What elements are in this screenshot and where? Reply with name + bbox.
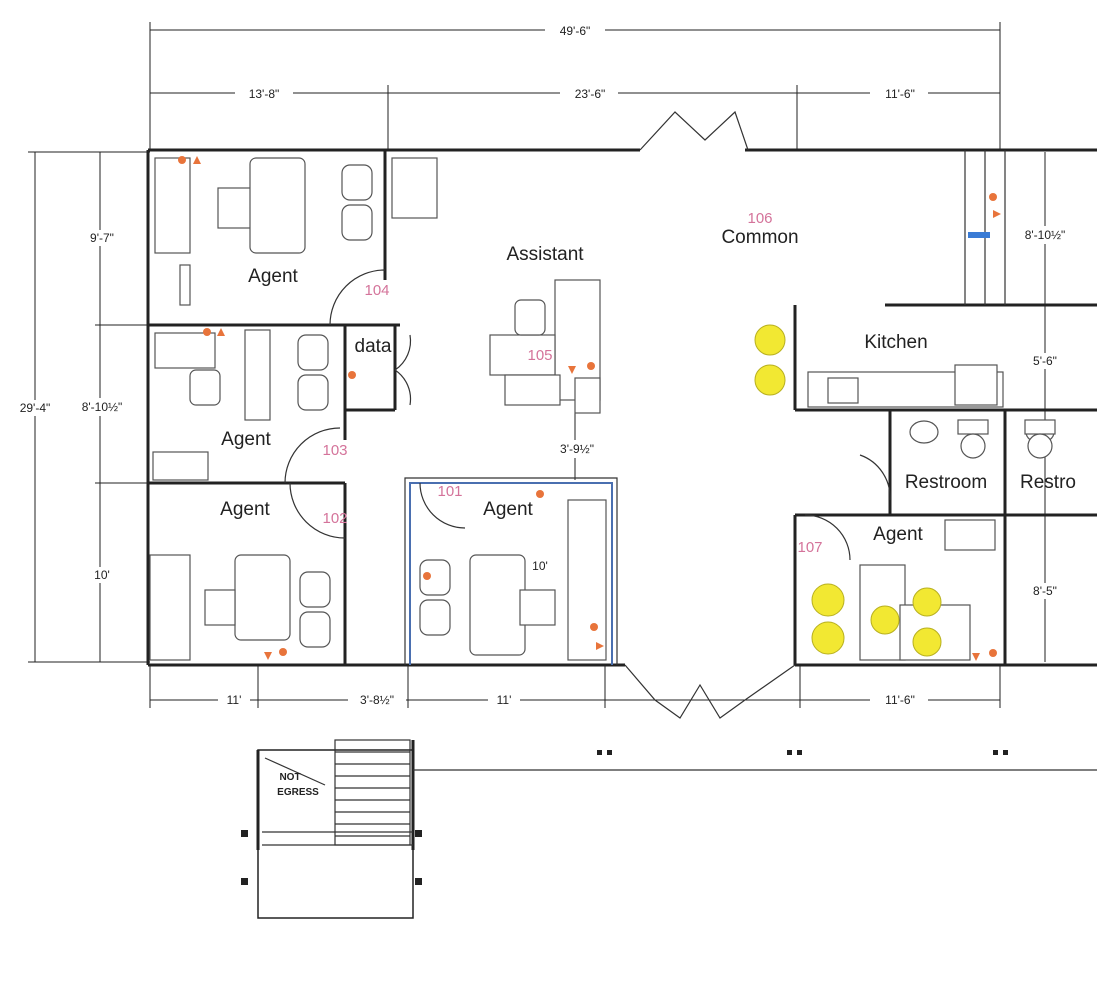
dim-left-total: 29'-4" [20, 401, 51, 415]
room-102-name: Agent [220, 499, 270, 520]
dim-right-lower: 8'-5" [1033, 584, 1057, 598]
dim-left-lower: 10' [94, 568, 110, 582]
room-101-number: 101 [437, 483, 462, 500]
stair-sign-line1: NOT [279, 772, 300, 783]
light-107-4 [912, 587, 942, 617]
ceiling-lights [754, 324, 942, 657]
room-data-name: data [355, 336, 392, 357]
ground-line [413, 750, 1097, 771]
dim-top-left: 13'-8" [249, 87, 280, 101]
room-105-number: 105 [527, 347, 552, 364]
exterior-walls [146, 110, 1097, 719]
room-101-outline [404, 477, 618, 665]
dim-right-upper: 8'-10½" [1025, 228, 1066, 242]
room-102-number: 102 [322, 510, 347, 527]
room-103-number: 103 [322, 442, 347, 459]
dim-corridor: 3'-9½" [560, 442, 594, 456]
light-107-1 [811, 583, 845, 617]
room-101-inner-dim: 10' [532, 559, 548, 573]
dim-bottom-right: 11'-6" [885, 693, 915, 707]
room-107-number: 107 [797, 539, 822, 556]
stair-sign-line2: EGRESS [277, 787, 319, 798]
light-107-3 [870, 605, 900, 635]
room-105-name: Assistant [506, 244, 584, 265]
furniture [149, 157, 1056, 661]
light-107-5 [912, 627, 942, 657]
room-101-name: Agent [483, 499, 533, 520]
room-labels: Agent 104 data Agent 103 Agent 102 101 A… [220, 210, 1076, 573]
light-kitchen-2 [754, 364, 786, 396]
restroom-1-name: Restroom [905, 472, 987, 493]
dim-bottom-left: 11' [227, 693, 242, 707]
room-106-number: 106 [747, 210, 772, 227]
room-103-name: Agent [221, 429, 271, 450]
light-107-2 [811, 621, 845, 655]
dim-left-upper: 9'-7" [90, 231, 114, 245]
dim-bottom-mid: 11' [497, 693, 512, 707]
dim-left-mid: 8'-10½" [82, 400, 123, 414]
room-107-name: Agent [873, 524, 923, 545]
room-106-name: Common [721, 227, 798, 248]
restroom-2-name: Restro [1020, 472, 1076, 493]
dim-top-right: 11'-6" [885, 87, 915, 101]
dimension-labels: 49'-6" 13'-8" 23'-6" 11'-6" 29'-4" 9'-7"… [8, 22, 1078, 709]
doors [284, 269, 891, 561]
kitchen-name: Kitchen [864, 332, 927, 353]
interior-walls [148, 150, 1097, 665]
room-104-name: Agent [248, 266, 298, 287]
dim-bottom-gap: 3'-8½" [360, 693, 394, 707]
light-kitchen-1 [754, 324, 786, 356]
outlet-markers [178, 156, 1001, 661]
dim-overall-width: 49'-6" [560, 24, 591, 38]
dim-top-mid: 23'-6" [575, 87, 606, 101]
stairwell: NOT EGRESS [241, 739, 422, 919]
room-104-number: 104 [364, 282, 389, 299]
dim-right-mid: 5'-6" [1033, 354, 1057, 368]
